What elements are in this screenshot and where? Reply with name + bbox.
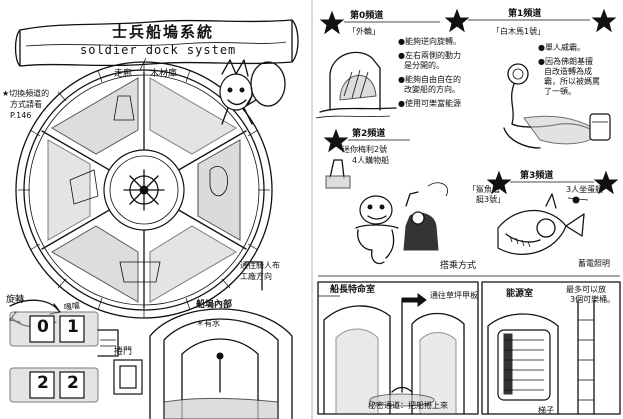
note-switch-2: 方式請看 (10, 100, 42, 109)
white-horse-bike (503, 63, 611, 149)
ch0-ship: 「外輪」 (348, 27, 380, 36)
ch1-note-2: ●因為佛朗基擅 (538, 57, 593, 66)
captain-room-arrow: 通往草坪甲板 (430, 291, 478, 300)
arrow-right-icon (401, 293, 427, 307)
title-cn: 士兵船塢系統 (112, 23, 215, 41)
star-icon-6 (593, 170, 619, 195)
label-corridor: 走廊 (114, 69, 133, 79)
title-banner (14, 19, 299, 67)
label-ladder: 梯子 (538, 406, 554, 415)
star-icon-2 (444, 8, 470, 33)
star-icon-4 (323, 128, 349, 153)
ch3-title: 第3頻道 (520, 171, 554, 181)
label-dock-interior: 船塢內部 (196, 300, 233, 310)
ch0-note-1: ●能夠逆向旋轉。 (398, 37, 461, 46)
energy-room-title: 能源室 (506, 289, 534, 299)
shark-submarine (497, 193, 589, 255)
ch1-note-4: 霸，所以被媽罵 (544, 77, 600, 86)
ch0-note-4: ●能夠自由自在的 (398, 75, 461, 84)
energy-room-sketch (481, 281, 621, 415)
title-en: soldier dock system (80, 43, 237, 57)
captain-room-title: 船長特命室 (330, 285, 376, 295)
ch0-note-3: 是分開的。 (404, 61, 444, 70)
captain-room-sketch (317, 281, 479, 415)
ch0-note-2: ●左右兩側的動力 (398, 51, 461, 60)
mini-merry (325, 159, 448, 265)
box-number-0: 0 (37, 317, 49, 337)
rotation-diagram (9, 299, 143, 403)
ch2-note: 4人購物船 (352, 156, 390, 165)
star-icon (319, 10, 345, 35)
label-to-workshop-2: 工廠方向 (240, 272, 272, 281)
ch3-ship-1: 「鯊魚潛 (468, 185, 500, 194)
ch1-ship: 「白木馬1號」 (492, 27, 546, 36)
ch2-ship: 迷你梅利2號 (342, 145, 388, 154)
page-gutter (311, 0, 313, 419)
leader-workshop (245, 261, 263, 291)
label-rotate: 旋轉 (6, 295, 25, 305)
energy-room-note-1: 最多可以放 (566, 285, 606, 294)
ch3-seats: 3人坐蛋艇 (566, 185, 604, 194)
ch3-ship-2: 艇3號」 (476, 195, 506, 204)
label-timber: 木材庫 (150, 69, 178, 79)
note-switch-1: ★切換頻道的 (2, 89, 50, 98)
energy-room-note-2: 3個可樂桶。 (570, 295, 616, 304)
label-water: ＊有水 (196, 319, 220, 328)
ch1-note-1: ●單人威霸。 (538, 43, 585, 52)
ch1-note-5: 了一頓。 (544, 87, 576, 96)
ch0-note-5: 改變船的方向。 (404, 85, 460, 94)
box-number-2a: 2 (37, 373, 49, 393)
ch1-title: 第1頻道 (508, 9, 542, 19)
ch3-lamp: 蓄電照明 (578, 259, 610, 268)
paddle-wheel-boat (315, 51, 397, 119)
dock-interior-sketch (149, 308, 293, 419)
note-switch-3: P.146 (10, 111, 32, 120)
ch2-title: 第2頻道 (352, 129, 386, 139)
star-icon-3 (591, 8, 617, 33)
label-to-workshop-1: 通往騎人布 (240, 261, 280, 270)
box-number-2b: 2 (67, 373, 79, 393)
label-roll-door: 捲門 (114, 347, 133, 357)
captain-room-note: 秘密通道：把船捲上來 (368, 401, 448, 410)
label-boarding: 搭乘方式 (440, 261, 477, 271)
steering-wheel-icon (123, 169, 165, 211)
soldier-figure (219, 59, 253, 125)
ch0-note-6: ●使用可樂當能源 (398, 99, 461, 108)
speech-bubble (245, 61, 286, 107)
ch0-title: 第0頻道 (350, 11, 384, 21)
ch1-note-3: 自改造轉為成 (544, 67, 592, 76)
star-icon-5 (486, 170, 512, 195)
box-number-1: 1 (67, 317, 79, 337)
